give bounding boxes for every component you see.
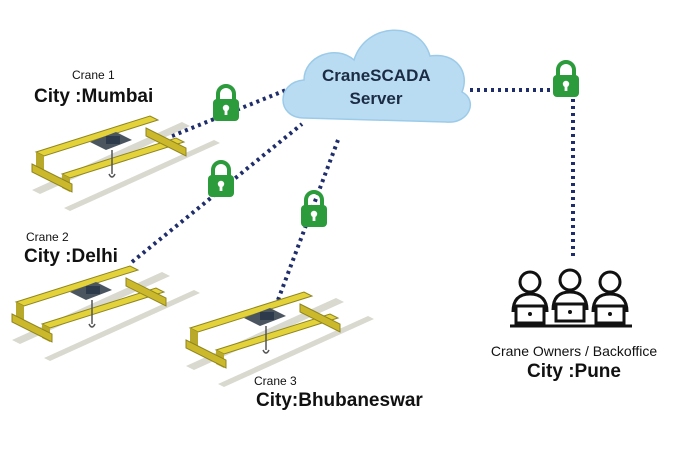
server-label: Server xyxy=(349,89,403,108)
link-crane1-server xyxy=(171,84,297,138)
crane1-label: Crane 1 xyxy=(72,68,115,82)
lock-icon xyxy=(211,84,241,123)
crane-icon xyxy=(31,115,221,212)
lock-icon xyxy=(206,160,236,199)
crane2-label: Crane 2 xyxy=(26,230,69,244)
link-crane2-server xyxy=(130,122,304,264)
link-server-backoffice xyxy=(470,88,575,258)
cloud-icon xyxy=(282,29,472,123)
backoffice-city: City :Pune xyxy=(527,361,621,382)
crane1-city: City :Mumbai xyxy=(34,86,154,107)
crane-icon xyxy=(11,265,201,362)
lock-icon xyxy=(551,60,581,99)
crane2-city: City :Delhi xyxy=(24,246,118,267)
backoffice-label: Crane Owners / Backoffice xyxy=(490,343,658,359)
server-name: CraneSCADA xyxy=(322,66,431,85)
people-icon xyxy=(510,268,632,328)
lock-icon xyxy=(299,190,329,229)
crane3-label: Crane 3 xyxy=(254,374,297,388)
crane-icon xyxy=(185,291,375,388)
crane3-city: City:Bhubaneswar xyxy=(256,390,423,411)
